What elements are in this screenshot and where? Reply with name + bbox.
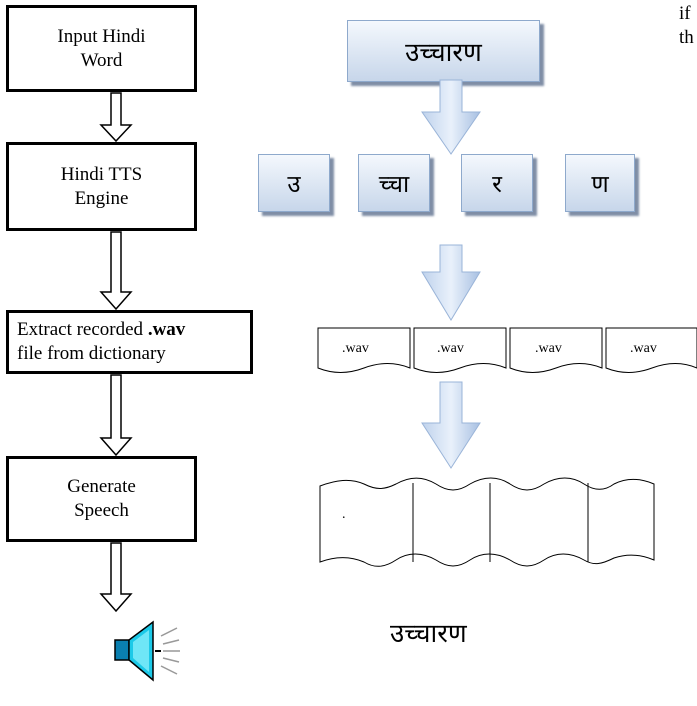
process-arrow-2 [421,244,481,321]
syllable-box-1: उ [258,154,330,212]
process-arrow-1 [421,79,481,155]
flow-step-tts-engine-line-2: Engine [74,187,129,209]
wav-label-1: .wav [342,341,369,356]
corner-text-line-1: if [679,3,691,24]
merged-wav-file [319,477,655,567]
extract-prefix: Extract recorded [17,319,148,341]
speaker-icon [114,620,180,682]
flow-step-generate-speech-line-1: Generate [67,476,136,498]
syllable-box-3: र [461,154,533,212]
flow-step-generate-speech: Generate Speech [6,456,197,542]
flow-arrow-4 [99,542,133,613]
syllable-box-3-text: र [492,169,502,198]
wav-label-4: .wav [630,341,657,356]
flow-step-tts-engine-line-1: Hindi TTS [60,163,143,185]
syllable-box-4: ण [565,154,635,212]
syllable-box-4-text: ण [591,169,609,198]
flow-step-extract-wav-line-2: file from dictionary [17,343,166,364]
flow-step-extract-wav-line-1: Extract recorded .wav [17,318,185,342]
merged-mark: . [342,507,346,522]
flow-step-input-word-line-2: Word [80,49,123,71]
corner-text-line-2: th [679,27,694,48]
syllable-box-2-text: च्चा [378,169,410,198]
wav-label-3: .wav [535,341,562,356]
word-box: उच्चारण [347,20,540,82]
syllable-box-1-text: उ [287,169,301,198]
flow-arrows [99,92,133,613]
flow-step-extract-wav: Extract recorded .wav file from dictiona… [6,310,253,374]
flow-step-input-word-line-1: Input Hindi [57,25,146,47]
flow-arrow-3 [99,374,133,457]
wav-file-4 [605,327,697,373]
corner-text: if th [679,2,694,50]
flow-step-generate-speech-line-2: Speech [74,500,129,521]
output-word: उच्चारण [390,619,467,649]
syllable-box-2: च्चा [358,154,430,212]
wav-label-2: .wav [437,341,464,356]
flow-step-tts-engine: Hindi TTS Engine [6,142,197,231]
flow-arrow-1 [99,92,133,143]
wav-file-1 [317,327,411,373]
flow-step-input-word: Input Hindi Word [6,5,197,92]
process-arrow-3 [421,381,481,469]
wav-file-3 [509,327,603,373]
extract-bold-wav: .wav [147,319,186,341]
word-box-text: उच्चारण [405,38,482,68]
flow-arrow-2 [99,231,133,311]
wav-file-2 [413,327,507,373]
